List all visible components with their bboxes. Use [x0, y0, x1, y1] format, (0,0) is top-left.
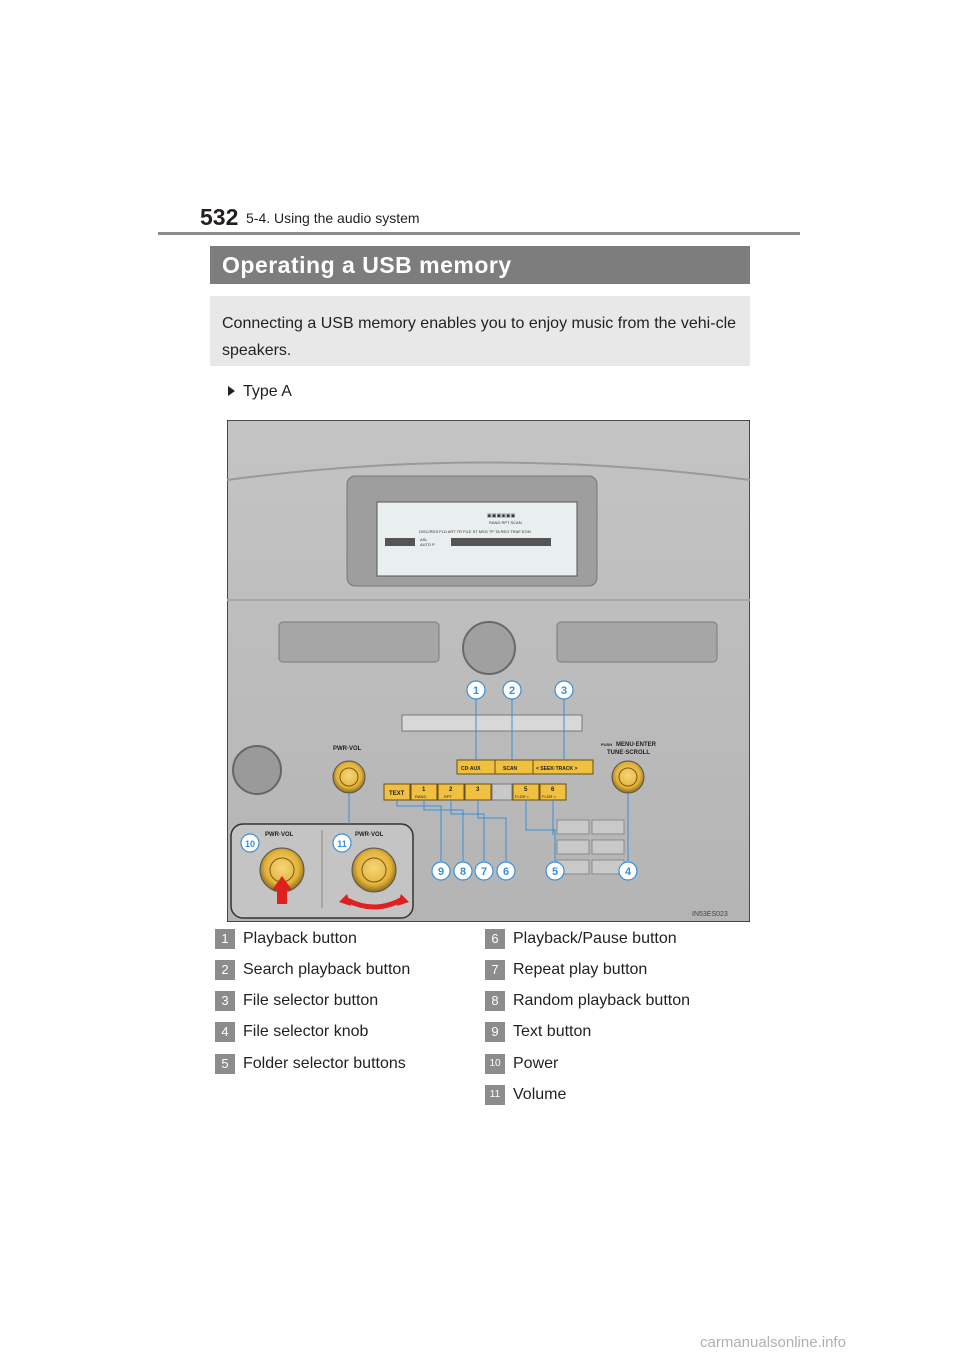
svg-text:2: 2 [449, 787, 453, 793]
callout-9 [431, 861, 451, 881]
svg-text:6: 6 [503, 866, 509, 878]
svg-text:5: 5 [552, 866, 558, 878]
menu-push-label: PUSH [601, 742, 612, 747]
type-label: Type A [228, 383, 292, 401]
svg-text:2: 2 [509, 685, 515, 697]
figure-code: IN53ES023 [692, 911, 728, 918]
callout-3 [554, 680, 574, 700]
svg-text:RAND: RAND [415, 794, 426, 799]
hvac-knob [232, 745, 282, 795]
callout-1 [466, 680, 486, 700]
push-arrow-icon [272, 876, 292, 904]
menu-enter-label: MENU·ENTER [616, 742, 657, 748]
audio-panel-illustration: ▣▣▣▣▣▣ RAND RPT SCAN DISC/RDS FLD ART TR… [227, 420, 750, 922]
type-label-text: Type A [243, 383, 292, 400]
tune-scroll-label: TUNE·SCROLL [607, 750, 650, 756]
inset-pwr-vol-label-1: PWR·VOL [265, 832, 294, 838]
intro-text: Connecting a USB memory enables you to e… [210, 296, 750, 366]
display-row-2: RAND RPT SCAN [489, 520, 522, 525]
svg-text:3: 3 [476, 787, 480, 793]
callout-6 [496, 861, 516, 881]
svg-text:CD·AUX: CD·AUX [461, 766, 481, 772]
svg-text:1: 1 [422, 787, 426, 793]
svg-text:3: 3 [561, 685, 567, 697]
callout-8 [453, 861, 473, 881]
svg-text:6: 6 [551, 787, 555, 793]
seek-track-button [532, 759, 594, 775]
rotate-arrow-icon [345, 897, 403, 910]
callout-2 [502, 680, 522, 700]
triangle-bullet-icon [228, 386, 235, 396]
svg-text:4: 4 [625, 866, 632, 878]
callout-leaders [348, 699, 629, 861]
display-row-1: ▣▣▣▣▣▣ [487, 513, 516, 519]
watermark: carmanualsonline.info [700, 1334, 846, 1351]
svg-text:7: 7 [481, 866, 487, 878]
pwr-vol-knob [332, 760, 366, 794]
display-row-5: AUTO P [420, 542, 435, 547]
svg-text:5: 5 [524, 787, 528, 793]
svg-text:11: 11 [337, 839, 347, 849]
clock [462, 621, 516, 675]
svg-text:< SEEK·TRACK >: < SEEK·TRACK > [536, 766, 577, 772]
callout-11 [332, 833, 352, 853]
callout-5 [545, 861, 565, 881]
air-vent-left [278, 621, 440, 663]
inset-pwr-vol-label-2: PWR·VOL [355, 832, 384, 838]
svg-text:SCAN: SCAN [503, 766, 518, 772]
section-title: Operating a USB memory [210, 246, 750, 284]
display-row-4: ASL [420, 537, 428, 542]
display-row-3: DISC/RDS FLD ART TR FILE ST MSG TP TA RE… [419, 529, 531, 534]
callout-4 [618, 861, 638, 881]
svg-text:FLDR <: FLDR < [515, 794, 530, 799]
inset-volume-knob [351, 847, 397, 893]
callout-7 [474, 861, 494, 881]
svg-text:1: 1 [473, 685, 479, 697]
tune-scroll-knob [611, 760, 645, 794]
page-number: 532 [200, 204, 239, 230]
callout-10 [240, 833, 260, 853]
svg-text:RPT: RPT [444, 794, 453, 799]
header-divider [158, 232, 800, 235]
air-vent-right [556, 621, 718, 663]
svg-text:10: 10 [245, 839, 255, 849]
svg-text:8: 8 [460, 866, 466, 878]
cd-slot [401, 714, 583, 732]
svg-text:FLDR >: FLDR > [542, 794, 557, 799]
svg-text:TEXT: TEXT [389, 791, 405, 797]
pwr-vol-label: PWR·VOL [333, 746, 362, 752]
svg-text:9: 9 [438, 866, 444, 878]
chapter-title: 5-4. Using the audio system [246, 210, 420, 226]
